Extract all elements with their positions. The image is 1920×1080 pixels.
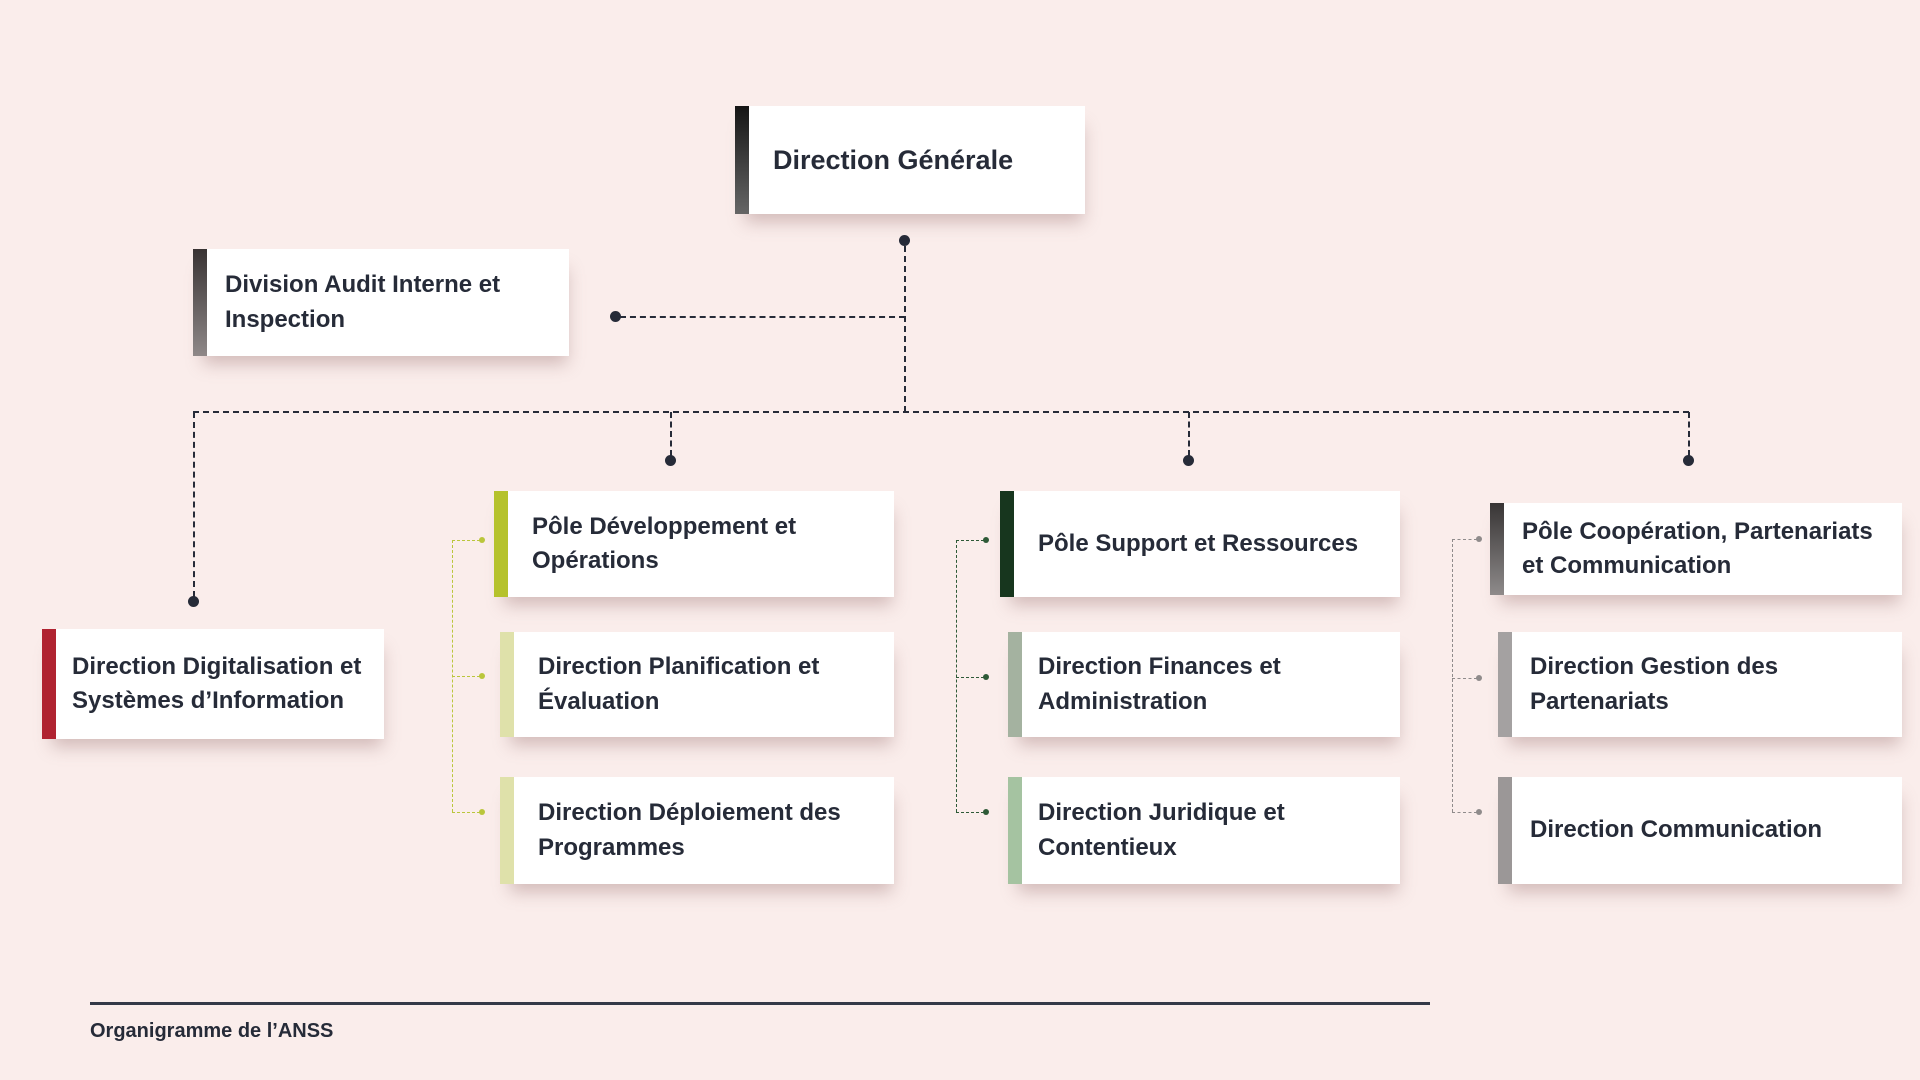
node-direction-planification: Direction Planification et Évaluation [500, 632, 894, 737]
node-label: Direction Gestion des Partenariats [1530, 653, 1779, 715]
bracket-cooperation-stub-top [1452, 539, 1477, 540]
node-direction-juridique: Direction Juridique et Contentieux [1008, 777, 1400, 884]
bracket-support-vertical [956, 540, 957, 812]
node-label: Direction Déploiement des Programmes [538, 799, 841, 861]
chart-caption: Organigramme de l’ANSS [90, 1020, 334, 1042]
junction-dot-operations [665, 455, 676, 466]
connector-drop-cooperation [1688, 412, 1690, 456]
node-label: Direction Communication [1530, 816, 1823, 844]
junction-dot-audit [610, 311, 621, 322]
connector-drop-operations [670, 412, 672, 456]
node-pole-support: Pôle Support et Ressources [1000, 491, 1400, 597]
accent-bar [1008, 777, 1022, 884]
node-label: Direction Juridique et Contentieux [1038, 799, 1285, 861]
junction-dot-root [899, 235, 910, 246]
accent-bar [1490, 503, 1504, 595]
arrow-dot-cooperation-mid [1476, 675, 1482, 681]
connector-main-horizontal [193, 411, 1689, 413]
connector-audit-branch [620, 316, 905, 318]
bracket-operations-stub-bottom [452, 812, 480, 813]
accent-bar [1498, 632, 1512, 737]
bracket-support-stub-bottom [956, 812, 984, 813]
accent-bar [494, 491, 508, 597]
accent-bar [1000, 491, 1014, 597]
node-label: Pôle Support et Ressources [1038, 529, 1359, 557]
bracket-support-stub-mid [956, 677, 984, 678]
node-label: Direction Générale [773, 144, 1014, 175]
node-label: Direction Digitalisation et Systèmes d’I… [72, 652, 362, 714]
bracket-support-stub-top [956, 540, 984, 541]
accent-bar [193, 249, 207, 356]
footer-divider [90, 1002, 1430, 1005]
node-direction-finances: Direction Finances et Administration [1008, 632, 1400, 737]
node-pole-developpement: Pôle Développement et Opérations [494, 491, 894, 597]
node-pole-cooperation: Pôle Coopération, Partenariats et Commun… [1490, 503, 1902, 595]
node-direction-digitalisation: Direction Digitalisation et Systèmes d’I… [42, 629, 384, 739]
bracket-operations-stub-mid [452, 676, 480, 677]
node-label: Pôle Coopération, Partenariats et Commun… [1522, 517, 1873, 579]
accent-bar [735, 106, 749, 214]
arrow-dot-operations-bottom [479, 809, 485, 815]
arrow-dot-support-mid [983, 674, 989, 680]
arrow-dot-cooperation-top [1476, 536, 1482, 542]
accent-bar [1498, 777, 1512, 884]
node-label: Pôle Développement et Opérations [532, 512, 797, 574]
node-division-audit: Division Audit Interne et Inspection [193, 249, 569, 356]
junction-dot-cooperation [1683, 455, 1694, 466]
bracket-cooperation-vertical [1452, 539, 1453, 812]
node-label: Division Audit Interne et Inspection [225, 271, 501, 333]
arrow-dot-support-bottom [983, 809, 989, 815]
node-direction-deploiement: Direction Déploiement des Programmes [500, 777, 894, 884]
bracket-cooperation-stub-bottom [1452, 812, 1477, 813]
accent-bar [42, 629, 56, 739]
junction-dot-support [1183, 455, 1194, 466]
connector-drop-support [1188, 412, 1190, 456]
bracket-operations-stub-top [452, 540, 480, 541]
accent-bar [1008, 632, 1022, 737]
accent-bar [500, 632, 514, 737]
connector-root-stem [904, 246, 906, 412]
node-direction-generale: Direction Générale [735, 106, 1085, 214]
arrow-dot-cooperation-bottom [1476, 809, 1482, 815]
connector-drop-digitalisation [193, 412, 195, 597]
junction-dot-digitalisation [188, 596, 199, 607]
bracket-cooperation-stub-mid [1452, 678, 1477, 679]
node-direction-communication: Direction Communication [1498, 777, 1902, 884]
arrow-dot-operations-top [479, 537, 485, 543]
node-label: Direction Finances et Administration [1038, 653, 1281, 715]
arrow-dot-operations-mid [479, 673, 485, 679]
arrow-dot-support-top [983, 537, 989, 543]
accent-bar [500, 777, 514, 884]
node-direction-gestion-partenariats: Direction Gestion des Partenariats [1498, 632, 1902, 737]
node-label: Direction Planification et Évaluation [538, 653, 820, 715]
